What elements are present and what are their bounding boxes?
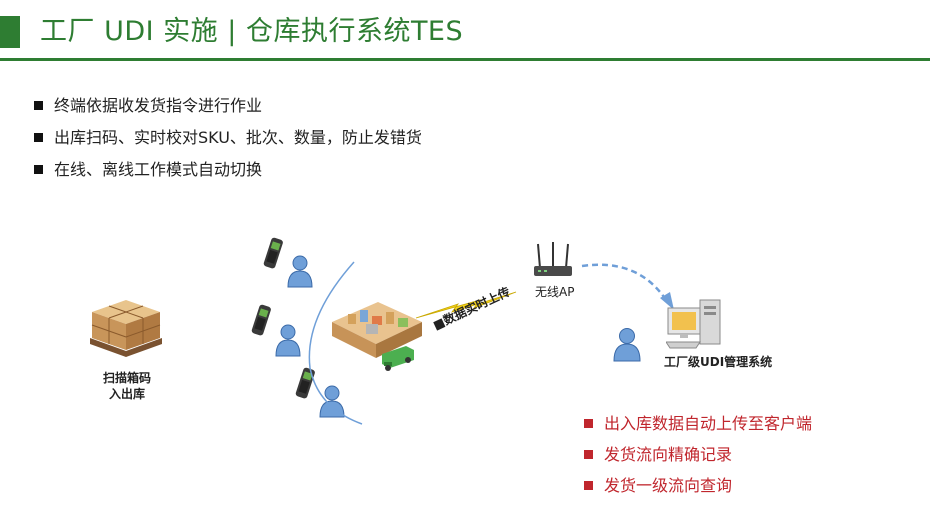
handheld-scanner-icon xyxy=(251,304,271,336)
benefit-list: 出入库数据自动上传至客户端 发货流向精确记录 发货一级流向查询 xyxy=(584,414,812,507)
bullet-icon xyxy=(34,101,43,110)
person-icon xyxy=(319,385,345,418)
handheld-scanner-icon xyxy=(295,367,315,399)
feature-item: 出库扫码、实时校对SKU、批次、数量，防止发错货 xyxy=(34,128,422,160)
pallet-boxes-icon xyxy=(90,300,162,357)
system-label: 工厂级UDI管理系统 xyxy=(664,355,773,369)
scan-zone-curve xyxy=(308,261,363,425)
benefit-item: 出入库数据自动上传至客户端 xyxy=(584,414,812,445)
warehouse-icon xyxy=(332,302,422,371)
admin-person-icon xyxy=(613,328,641,362)
ap-label: 无线AP xyxy=(535,285,575,299)
wireless-signal-icon xyxy=(415,291,517,319)
server-computer-icon xyxy=(666,299,721,349)
benefit-item: 发货一级流向查询 xyxy=(584,476,812,507)
benefit-text: 出入库数据自动上传至客户端 xyxy=(604,414,813,433)
bullet-icon xyxy=(584,481,593,490)
scan-caption: 扫描箱码 入出库 xyxy=(92,370,162,402)
person-icon xyxy=(287,255,313,288)
bullet-icon xyxy=(34,165,43,174)
person-icon xyxy=(275,324,301,357)
feature-text: 在线、离线工作模式自动切换 xyxy=(54,160,263,179)
bullet-icon xyxy=(584,419,593,428)
page-title: 工厂 UDI 实施 | 仓库执行系统TES xyxy=(40,16,464,47)
scan-caption-line1: 扫描箱码 xyxy=(102,371,151,385)
benefit-text: 发货一级流向查询 xyxy=(604,476,733,495)
benefit-item: 发货流向精确记录 xyxy=(584,445,812,476)
router-icon xyxy=(534,242,572,276)
feature-text: 终端依据收发货指令进行作业 xyxy=(54,96,263,115)
title-bar: 工厂 UDI 实施 | 仓库执行系统TES xyxy=(0,8,930,61)
feature-item: 在线、离线工作模式自动切换 xyxy=(34,160,422,192)
bullet-icon xyxy=(34,133,43,142)
title-rule xyxy=(0,58,930,61)
bullet-icon xyxy=(584,450,593,459)
feature-text: 出库扫码、实时校对SKU、批次、数量，防止发错货 xyxy=(54,128,422,147)
benefit-text: 发货流向精确记录 xyxy=(604,445,733,464)
title-accent xyxy=(0,16,20,48)
data-flow-arrow xyxy=(581,263,674,310)
feature-item: 终端依据收发货指令进行作业 xyxy=(34,96,422,128)
handheld-scanner-icon xyxy=(263,237,283,269)
scan-caption-line2: 入出库 xyxy=(108,387,145,401)
feature-list: 终端依据收发货指令进行作业 出库扫码、实时校对SKU、批次、数量，防止发错货 在… xyxy=(34,96,422,192)
